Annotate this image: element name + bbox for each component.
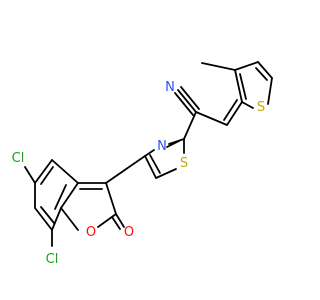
- bond: [34, 207, 53, 231]
- double-bond: [40, 206, 55, 224]
- atom-chloro-8: Cl: [46, 252, 59, 267]
- bond: [144, 149, 155, 157]
- double-bond: [239, 73, 247, 100]
- double-bond: [149, 154, 161, 174]
- bond: [234, 61, 259, 71]
- atom-chloro-6: Cl: [12, 151, 25, 166]
- atom-thiazole-n: N: [157, 139, 167, 154]
- double-bond: [111, 216, 121, 230]
- atom-nitrile-n: N: [165, 80, 175, 95]
- double-bond: [226, 101, 243, 126]
- atom-thiazole-s: S: [180, 156, 188, 171]
- nitrile-bond: [177, 89, 197, 113]
- bond: [34, 159, 53, 184]
- atom-carbonyl-o: O: [124, 225, 134, 240]
- bond: [60, 182, 79, 209]
- double-bond: [255, 67, 268, 81]
- bond: [115, 213, 125, 228]
- double-bond: [40, 166, 54, 185]
- nitrile-bond: [174, 92, 194, 116]
- bond: [155, 168, 177, 179]
- bond: [60, 207, 79, 231]
- bond: [144, 155, 157, 179]
- methyl-bond: [201, 62, 236, 71]
- chloro-bond: [24, 166, 36, 184]
- nitrile-bond: [180, 86, 200, 110]
- atom-ring-o: O: [86, 225, 96, 240]
- bond: [257, 61, 273, 79]
- bond: [51, 159, 79, 184]
- bonds: [24, 61, 273, 247]
- double-bond: [54, 184, 67, 210]
- bond: [105, 182, 117, 215]
- bond: [241, 101, 254, 109]
- double-bond: [166, 140, 180, 148]
- atom-labels: N S N S Cl Cl O O: [12, 80, 265, 267]
- bond: [195, 111, 228, 126]
- bond: [105, 155, 146, 184]
- structure-canvas: N S N S Cl Cl O O: [11, 61, 273, 267]
- bond: [97, 213, 117, 228]
- double-bond: [223, 99, 238, 121]
- atom-thiophene-s: S: [257, 100, 265, 115]
- molecule-drawing: N S N S Cl Cl O O: [12, 61, 273, 267]
- bond: [183, 111, 197, 140]
- bond: [267, 77, 273, 105]
- bond: [234, 69, 243, 103]
- bond: [51, 207, 62, 231]
